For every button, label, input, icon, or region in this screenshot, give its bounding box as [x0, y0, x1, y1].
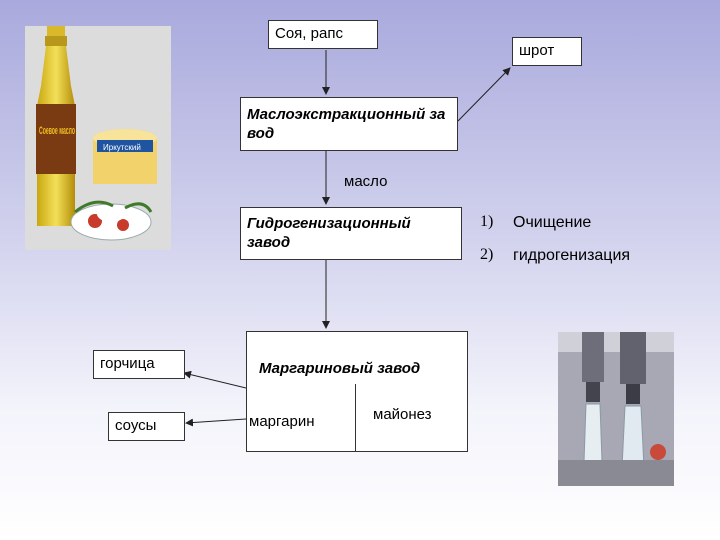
margarine-plant-divider	[355, 384, 356, 452]
shrot-box: шрот	[512, 37, 582, 66]
step-1-text: Очищение	[513, 214, 592, 231]
oil-products-photo: Соевое масло Иркутский	[25, 26, 171, 250]
bottling-machine-photo	[558, 332, 674, 486]
mayonnaise-label: майонез	[373, 406, 432, 423]
sauces-box: соусы	[108, 412, 185, 441]
margarine-label: маргарин	[249, 413, 315, 430]
arrow-to-mustard	[183, 370, 247, 389]
arrow-to-sauces	[185, 418, 247, 427]
extraction-plant-box: Маслоэкстракционный завод	[240, 97, 458, 151]
step-1-number: 1)	[480, 213, 494, 230]
hydrogenation-plant-box: Гидрогенизационный завод	[240, 207, 462, 260]
bottle-label-text: Соевое масло	[39, 125, 75, 137]
arrow-extraction-to-shrot	[457, 67, 511, 122]
mustard-box: горчица	[93, 350, 185, 379]
margarine-plant-box: Маргариновый завод маргарин майонез	[246, 331, 468, 452]
step-2-text: гидрогенизация	[513, 247, 631, 264]
edge-label-oil: масло	[344, 173, 388, 190]
step-2-number: 2)	[480, 246, 494, 263]
margarine-plant-title: Маргариновый завод	[259, 360, 421, 377]
source-box: Соя, рапс	[268, 20, 378, 49]
tub-label-text: Иркутский	[103, 143, 141, 152]
